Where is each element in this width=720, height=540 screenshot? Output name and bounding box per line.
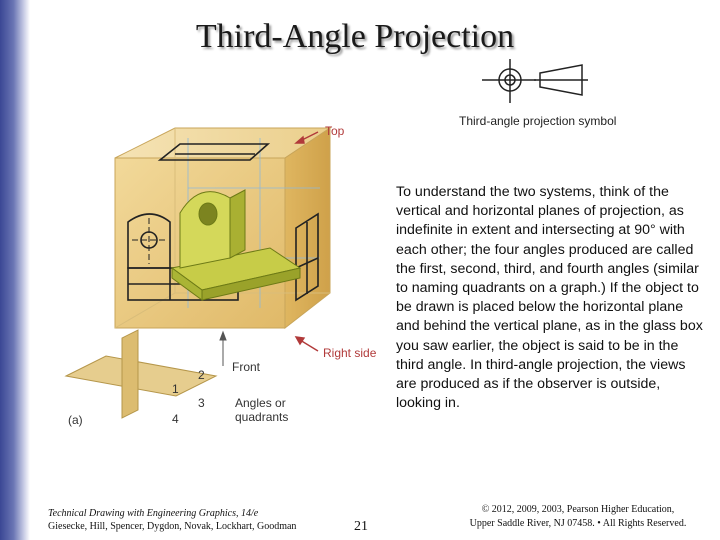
symbol-label: Third-angle projection symbol bbox=[459, 114, 617, 128]
label-quadrant-4: 4 bbox=[172, 412, 179, 426]
label-angles-line2: quadrants bbox=[235, 410, 289, 424]
footer-book-title: Technical Drawing with Engineering Graph… bbox=[48, 508, 259, 519]
object-3d bbox=[170, 189, 302, 301]
label-top: Top bbox=[325, 124, 345, 138]
label-quadrant-3: 3 bbox=[198, 396, 205, 410]
quadrant-planes bbox=[64, 329, 218, 419]
footer-authors: Giesecke, Hill, Spencer, Dygdon, Novak, … bbox=[48, 521, 297, 532]
label-figure-part: (a) bbox=[68, 413, 83, 427]
slide-title: Third-Angle Projection bbox=[195, 18, 515, 55]
footer-copyright: © 2012, 2009, 2003, Pearson Higher Educa… bbox=[448, 503, 708, 531]
page-number: 21 bbox=[354, 519, 368, 534]
label-angles: Angles or quadrants bbox=[235, 396, 288, 424]
label-right-side: Right side bbox=[323, 346, 377, 360]
label-angles-line1: Angles or bbox=[235, 396, 286, 410]
footer-citation: Technical Drawing with Engineering Graph… bbox=[48, 507, 296, 533]
glass-box-figure bbox=[64, 127, 332, 419]
footer-copyright-line1: © 2012, 2009, 2003, Pearson Higher Educa… bbox=[481, 504, 675, 515]
slide-sidebar-gradient bbox=[0, 0, 30, 540]
body-text: To understand the two systems, think of … bbox=[396, 184, 703, 412]
label-quadrant-2: 2 bbox=[198, 368, 205, 382]
label-front: Front bbox=[232, 360, 261, 374]
label-quadrant-1: 1 bbox=[172, 382, 179, 396]
footer-copyright-line2: Upper Saddle River, NJ 07458. • All Righ… bbox=[469, 518, 687, 529]
third-angle-symbol-icon bbox=[482, 59, 588, 103]
